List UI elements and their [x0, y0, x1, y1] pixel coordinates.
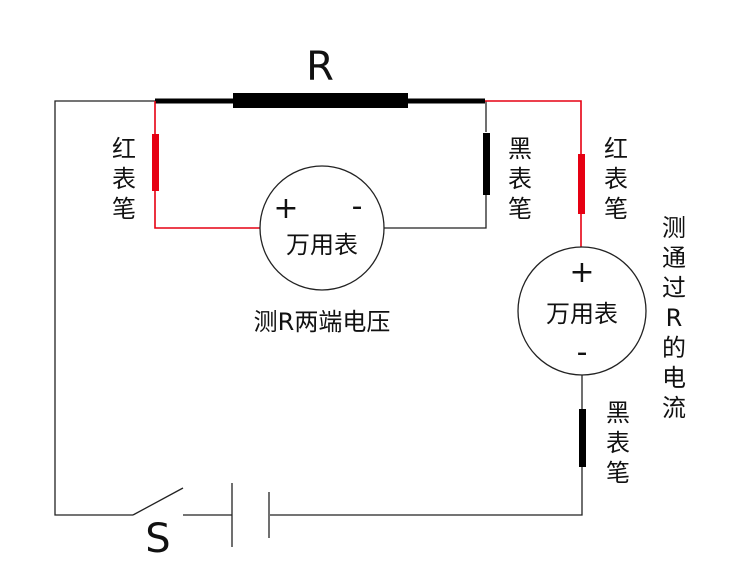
red-lead-top-right — [485, 100, 582, 155]
ammeter-caption-char: 的 — [662, 334, 686, 362]
black-probe-wire-voltmeter — [384, 195, 487, 229]
left-wire — [54, 100, 155, 516]
black-probe-label-ammeter-char: 表 — [606, 429, 630, 457]
ammeter-caption-char: 测 — [662, 214, 686, 242]
red-probe-wire-voltmeter — [154, 190, 260, 229]
ammeter-caption-char: 电 — [662, 364, 686, 392]
ammeter-circle — [517, 246, 647, 376]
ammeter-caption: 测 通 过 R 的 电 流 — [662, 214, 686, 422]
resistor — [233, 93, 408, 108]
black-probe-label-voltmeter-char: 黑 — [508, 135, 532, 163]
black-probe-label-voltmeter-char: 笔 — [508, 195, 532, 223]
red-probe-label-left-char: 笔 — [112, 195, 136, 223]
ammeter-plus-sign: + — [569, 255, 594, 290]
circuit-wires — [54, 100, 583, 516]
ammeter: + 万用表 - — [517, 246, 647, 376]
red-probe-label-ammeter-char: 表 — [604, 165, 628, 193]
switch-blade — [132, 487, 184, 516]
black-probe-label-voltmeter-char: 表 — [508, 165, 532, 193]
black-probe-label-ammeter: 黑 表 笔 — [606, 399, 630, 487]
ammeter-name: 万用表 — [546, 300, 618, 328]
ammeter-caption-char: 过 — [662, 274, 686, 302]
red-probe-label-left-char: 表 — [112, 165, 136, 193]
ammeter-caption-char: 通 — [662, 244, 686, 272]
voltmeter-minus-sign: - — [352, 189, 363, 224]
ammeter-caption-char: R — [666, 304, 683, 332]
red-wires — [154, 100, 582, 247]
red-probe-label-ammeter-char: 红 — [604, 135, 628, 163]
black-probe-voltmeter — [483, 133, 490, 195]
bottom-right-wire — [270, 465, 583, 516]
ammeter-caption-char: 流 — [662, 394, 686, 422]
red-probe-left — [152, 134, 159, 191]
voltmeter-caption: 测R两端电压 — [254, 308, 391, 336]
red-probe-label-left-char: 红 — [112, 135, 136, 163]
red-probe-ammeter — [578, 154, 585, 214]
voltmeter-name: 万用表 — [286, 231, 358, 259]
voltmeter-circle — [259, 165, 385, 291]
black-probe-label-ammeter-char: 黑 — [606, 399, 630, 427]
voltmeter-plus-sign: + — [273, 191, 298, 226]
voltmeter: + - 万用表 — [259, 165, 385, 291]
black-probe-label-ammeter-char: 笔 — [606, 459, 630, 487]
black-probe-ammeter — [579, 409, 586, 467]
red-probe-label-left: 红 表 笔 — [112, 135, 136, 223]
red-probe-label-ammeter-char: 笔 — [604, 195, 628, 223]
ammeter-minus-sign: - — [577, 335, 588, 370]
red-probe-label-ammeter: 红 表 笔 — [604, 135, 628, 223]
resistor-label: R — [306, 44, 334, 90]
black-probe-label-voltmeter: 黑 表 笔 — [508, 135, 532, 223]
switch-label: S — [145, 516, 170, 562]
